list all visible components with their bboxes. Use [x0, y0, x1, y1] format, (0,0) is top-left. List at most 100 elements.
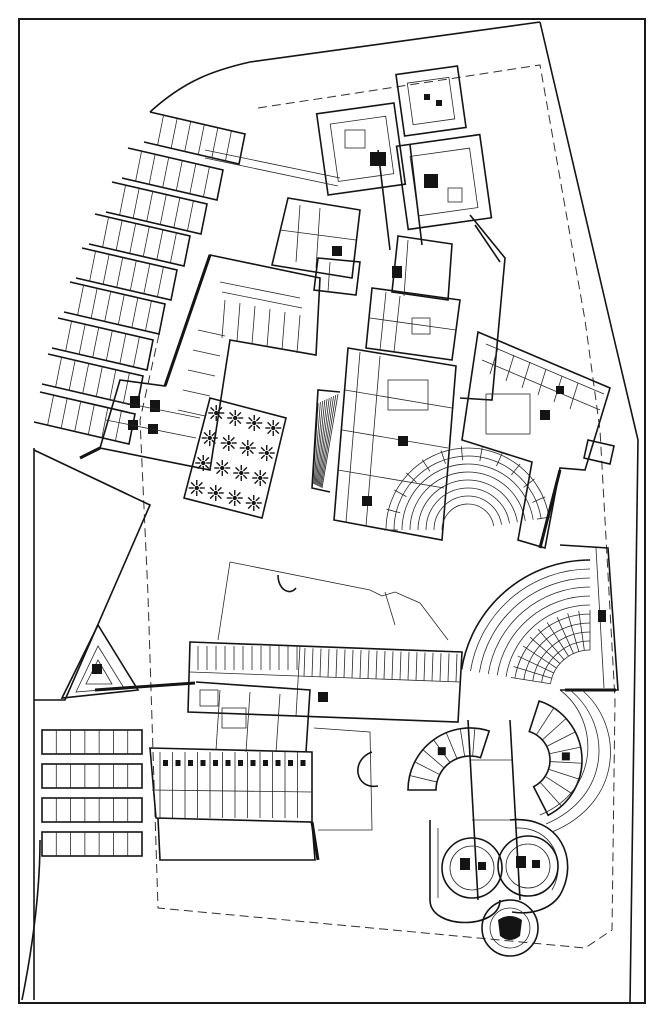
room-partition: [422, 749, 445, 769]
garden-shrub: [188, 480, 205, 496]
parking-stall-line: [159, 194, 167, 225]
parking-row: [41, 831, 143, 857]
garden-shrub: [227, 410, 244, 426]
parking-row: [41, 353, 144, 407]
amphitheater-tier: [470, 568, 591, 672]
parking-stall-line: [82, 363, 90, 394]
parking-stall-line: [115, 220, 123, 251]
parking-stall-line: [157, 115, 164, 146]
east-curve-block: [559, 544, 619, 692]
parking-stall-line: [102, 254, 110, 285]
garden-shrub: [220, 435, 237, 451]
amphitheater-tier: [505, 604, 591, 677]
parking-stall-line: [117, 294, 125, 325]
parking-stall-line: [119, 333, 127, 364]
parking-row: [105, 181, 208, 235]
room-partition: [536, 707, 555, 736]
room-partition: [455, 653, 458, 682]
room-partition: [415, 652, 418, 681]
room-partition: [542, 718, 567, 741]
parking-stall-line: [65, 321, 72, 352]
parking-stall-line: [189, 163, 197, 194]
parking-stall-line: [129, 223, 137, 254]
parking-stall-line: [109, 369, 117, 400]
parking-stall-line: [119, 185, 126, 216]
parking-stall-line: [156, 229, 164, 260]
parking-stall-line: [148, 154, 156, 185]
room-partition: [459, 728, 466, 757]
amphitheater-tier: [496, 595, 591, 676]
room-partition: [546, 731, 576, 747]
parking-row: [41, 763, 143, 789]
garden-grid: [183, 397, 287, 519]
garden-shrub: [207, 485, 224, 501]
room-partition: [359, 650, 362, 679]
amphitheater-tier: [417, 479, 518, 531]
parking-stall-line: [162, 157, 170, 188]
west-l-wing: [79, 254, 321, 471]
amphitheater-tier: [425, 487, 510, 531]
parking-stall-line: [184, 121, 192, 152]
stair-step: [319, 395, 334, 488]
southeast-arcs: [539, 689, 611, 833]
north-pavilion-top: [395, 65, 467, 137]
parking-rows-upper: [33, 111, 246, 445]
round-pavilion-west: [429, 820, 503, 924]
room-partition: [319, 648, 322, 677]
north-east-wing: [365, 235, 461, 361]
plaza-lower-court: [313, 727, 379, 831]
stair-step: [313, 401, 321, 485]
parking-row: [41, 729, 143, 755]
room-partition: [311, 648, 314, 677]
parking-stall-line: [47, 395, 54, 426]
amphitheater-north: [384, 446, 552, 531]
amphitheater-southeast: [460, 559, 591, 685]
north-pavilion-left: [315, 102, 407, 196]
parking-stall-line: [123, 372, 130, 403]
room-partition: [447, 653, 450, 682]
round-pavilion-south: [481, 899, 539, 957]
room-partition: [423, 652, 426, 681]
parking-stall-line: [92, 327, 100, 358]
parking-stall-line: [211, 127, 219, 158]
garden-shrub: [195, 455, 212, 471]
garden-shrub: [246, 415, 263, 431]
parking-stall-line: [170, 118, 178, 149]
garden-shrub: [214, 460, 231, 476]
parking-stall-line: [104, 291, 112, 322]
room-partition: [351, 649, 354, 678]
central-block: [333, 347, 457, 541]
room-partition: [303, 647, 306, 677]
stair-step: [321, 393, 339, 489]
room-partition: [335, 649, 338, 678]
parking-stall-line: [197, 124, 205, 155]
room-partition: [445, 732, 458, 759]
room-partition: [544, 776, 573, 795]
site-boundary: [21, 21, 639, 1005]
garden-shrub: [265, 420, 282, 436]
amphitheater-tier: [441, 503, 495, 531]
parking-row: [88, 213, 191, 267]
parking-stall-line: [115, 410, 122, 441]
parking-stall-line: [55, 357, 62, 388]
room-partition: [539, 782, 562, 807]
parking-stall-line: [131, 297, 139, 328]
parking-stall-line: [89, 251, 96, 282]
parking-stall-line: [68, 360, 76, 391]
room-partition: [549, 761, 582, 764]
parking-stall-line: [173, 197, 181, 228]
garden-shrub: [245, 495, 262, 511]
amphitheater-tier: [393, 455, 542, 531]
stair-step: [315, 399, 326, 486]
triangle-court: [33, 449, 196, 701]
parking-stall-line: [157, 266, 164, 297]
parking-stall-line: [74, 401, 82, 432]
stair-step: [316, 398, 328, 486]
amphitheater-tier: [409, 471, 526, 531]
room-partition: [472, 728, 476, 757]
stair-step: [318, 396, 332, 487]
central-spine: [204, 144, 506, 401]
parking-row: [143, 111, 246, 165]
room-partition: [439, 653, 442, 682]
